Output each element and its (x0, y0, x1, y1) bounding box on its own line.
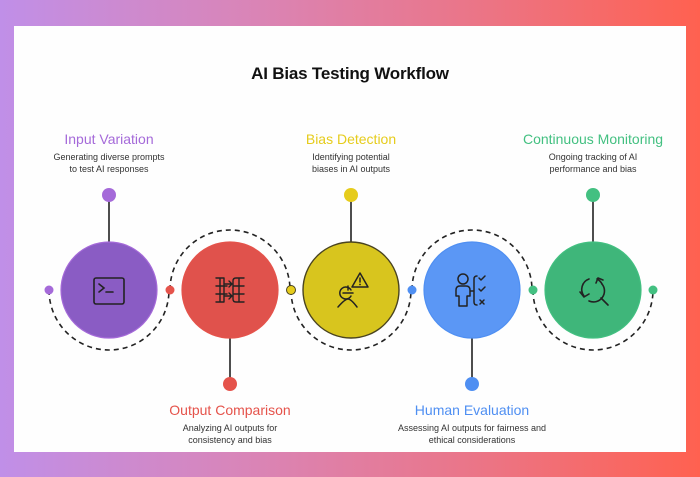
stems (102, 188, 600, 391)
junction-dot-1 (44, 285, 54, 295)
step-node-4[interactable] (423, 241, 521, 339)
step-circle (423, 241, 521, 339)
terminal-icon (93, 277, 125, 305)
stem-dot-1 (102, 188, 116, 202)
connector-arcs (48, 229, 654, 351)
step-circle (181, 241, 279, 339)
step-description-line: Identifying potential (312, 152, 390, 162)
compare-columns-icon (215, 277, 245, 303)
step-description-line: ethical considerations (428, 435, 516, 445)
person-warning-icon (337, 272, 369, 308)
step-heading: Input Variation (64, 131, 154, 147)
junction-dot-5 (528, 285, 538, 295)
step-description-line: Ongoing tracking of AI (548, 152, 638, 162)
step-circle (60, 241, 158, 339)
step-description-line: Analyzing AI outputs for (182, 423, 278, 433)
stem-dot-3 (344, 188, 358, 202)
step-heading: Bias Detection (305, 131, 397, 147)
connector-arc-1 (48, 289, 170, 351)
step-node-5[interactable] (544, 241, 642, 339)
diagram-title: AI Bias Testing Workflow (251, 64, 449, 83)
nodes (60, 241, 642, 339)
step-description-line: Generating diverse prompts (53, 152, 165, 162)
connector-arc-3 (290, 289, 412, 351)
stem-dot-5 (586, 188, 600, 202)
step-heading: Continuous Monitoring (522, 131, 664, 147)
step-node-2[interactable] (181, 241, 279, 339)
junction-dots (44, 285, 658, 295)
step-circle (544, 241, 642, 339)
connector-arc-4 (411, 229, 533, 291)
junction-dot-3 (286, 285, 296, 295)
step-node-3[interactable] (302, 241, 400, 339)
connector-arc-2 (169, 229, 291, 291)
junction-dot-2 (165, 285, 175, 295)
step-description-line: to test AI responses (69, 164, 149, 174)
step-node-1[interactable] (60, 241, 158, 339)
step-description-line: biases in AI outputs (311, 164, 391, 174)
connector-arc-5 (532, 289, 654, 351)
step-heading: Human Evaluation (414, 402, 530, 418)
stem-dot-2 (223, 377, 237, 391)
step-description-line: consistency and bias (188, 435, 272, 445)
step-description-line: Assessing AI outputs for fairness and (397, 423, 547, 433)
junction-dot-6 (648, 285, 658, 295)
stem-dot-4 (465, 377, 479, 391)
step-description-line: performance and bias (549, 164, 637, 174)
junction-dot-4 (407, 285, 417, 295)
refresh-search-icon (579, 277, 609, 306)
diagram-card (14, 26, 686, 452)
step-heading: Output Comparison (169, 402, 291, 418)
person-checklist-icon (455, 273, 486, 307)
